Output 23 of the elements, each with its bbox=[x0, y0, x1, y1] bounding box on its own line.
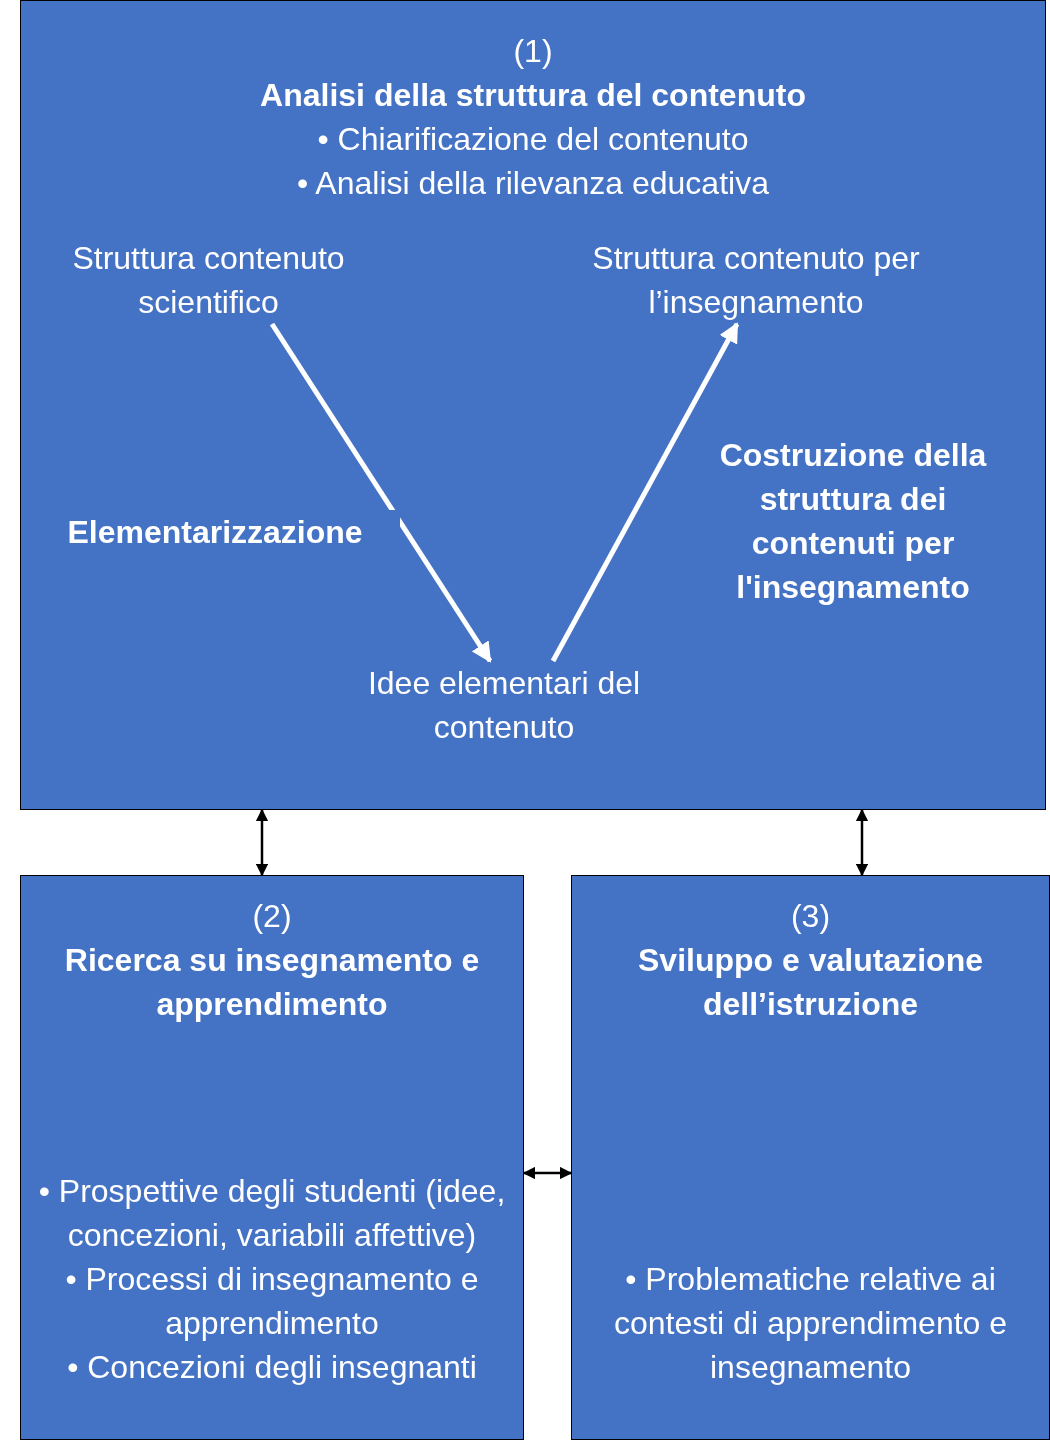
bullet-point: • Concezioni degli insegnanti bbox=[66, 1348, 478, 1387]
panel bbox=[20, 875, 524, 1440]
arrow bbox=[550, 322, 740, 663]
panel-heading: Analisi della struttura del contenuto bbox=[259, 76, 807, 115]
concept-label: Struttura contenuto per l’insegnamento bbox=[586, 236, 926, 324]
arrow bbox=[269, 322, 493, 663]
bullet-point: • Problematiche relative ai contesti di apprendimento e insegnamento bbox=[612, 1260, 1009, 1387]
panel bbox=[571, 875, 1050, 1440]
arrow bbox=[855, 808, 869, 877]
panel-number: (2) bbox=[251, 897, 293, 936]
concept-label: Struttura contenuto scientifico bbox=[41, 236, 376, 324]
panel-heading: Sviluppo e valutazione dell’istruzione bbox=[637, 941, 984, 1024]
panel-number: (1) bbox=[512, 32, 554, 71]
panel-number: (3) bbox=[789, 897, 832, 936]
arrow bbox=[522, 1166, 573, 1180]
panel bbox=[20, 0, 1046, 810]
bullet-point: • Analisi della rilevanza educativa bbox=[296, 164, 770, 203]
bullet-point: • Processi di insegnamento e apprendimento bbox=[64, 1260, 480, 1343]
bullet-point: • Prospettive degli studenti (idee, concezioni, variabili affettive) bbox=[37, 1172, 507, 1255]
concept-label: Idee elementari del contenuto bbox=[364, 661, 644, 749]
arrow bbox=[255, 808, 269, 877]
panel-heading: Ricerca su insegnamento e apprendimento bbox=[63, 941, 481, 1024]
bullet-point: • Chiarificazione del contenuto bbox=[316, 120, 750, 159]
